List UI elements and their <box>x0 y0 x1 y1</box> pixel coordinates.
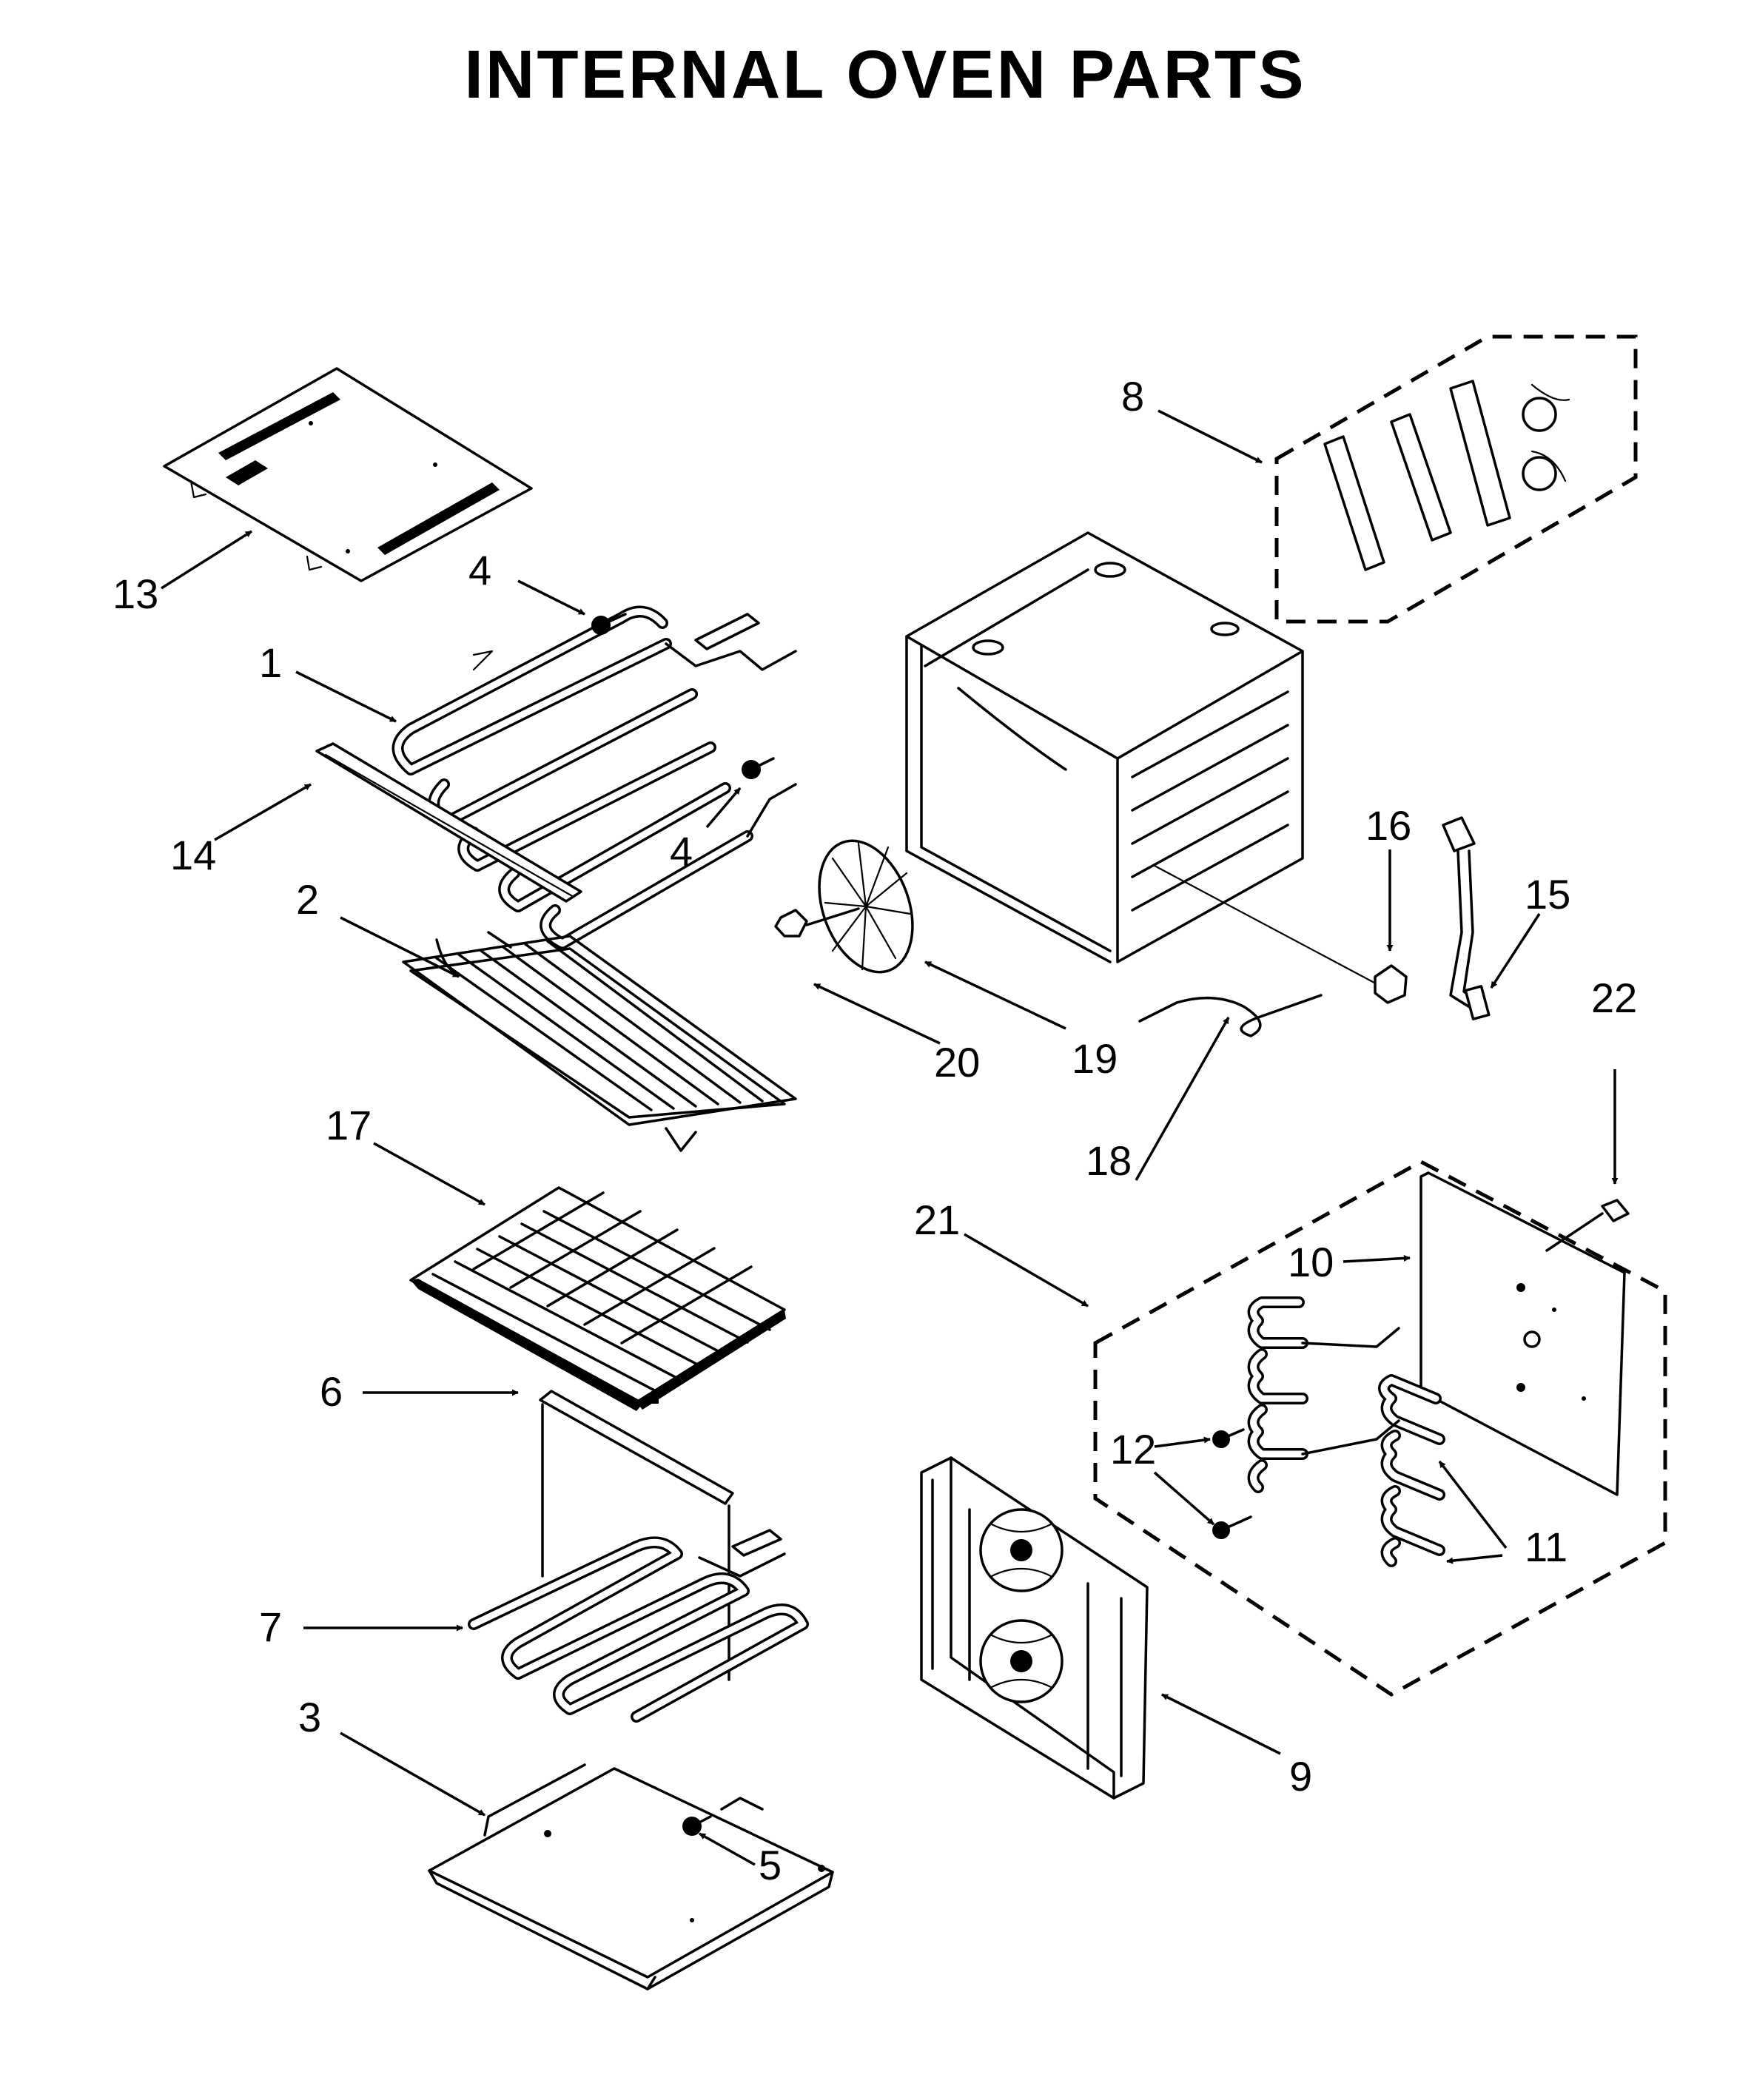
callout-4-bottom: 4 <box>670 828 693 875</box>
callout-9: 9 <box>1289 1753 1312 1800</box>
part-6-rear-bracket <box>539 1390 734 1681</box>
part-16-nut <box>1374 964 1408 1004</box>
diagram-title: INTERNAL OVEN PARTS <box>464 37 1306 112</box>
part-13-top-panel <box>163 367 533 582</box>
part-15-light-harness <box>1442 816 1491 1020</box>
callout-4-top: 4 <box>468 547 491 593</box>
oven-cavity <box>905 531 1385 989</box>
part-17-rollout-rack <box>409 1186 786 1411</box>
callout-20: 20 <box>934 1039 980 1086</box>
part-1-broil-element <box>392 605 797 949</box>
part-20-fan-nut <box>774 909 808 938</box>
callout-16: 16 <box>1365 802 1411 849</box>
part-19-fan-blade <box>805 839 914 974</box>
callout-1: 1 <box>259 639 282 686</box>
callout-22: 22 <box>1591 975 1637 1021</box>
part-14-gasket-strip <box>315 742 582 903</box>
part-21-convection-assembly <box>1093 1160 1667 1697</box>
part-5-screw <box>682 1797 764 1836</box>
callout-13: 13 <box>112 571 158 617</box>
part-2-oven-rack <box>402 931 797 1152</box>
part-22-screw <box>1545 1199 1630 1252</box>
part-7-bake-element <box>468 1529 809 1723</box>
callout-10: 10 <box>1288 1239 1334 1285</box>
callout-2: 2 <box>296 876 319 923</box>
callout-6: 6 <box>320 1368 343 1415</box>
callout-7: 7 <box>259 1603 282 1650</box>
callout-18: 18 <box>1086 1137 1132 1184</box>
part-8-control-boards <box>1274 334 1638 624</box>
part-3-bottom-panel <box>428 1763 834 1990</box>
part-12-screws <box>1212 1428 1252 1539</box>
callout-8: 8 <box>1121 373 1144 420</box>
part-9-rear-fan-panel <box>920 1456 1149 1800</box>
callout-labels: 13 4 1 4 14 2 17 6 7 3 5 20 19 18 16 15 … <box>112 373 1637 1888</box>
callout-19: 19 <box>1072 1035 1118 1082</box>
callout-17: 17 <box>326 1102 372 1148</box>
callout-21: 21 <box>914 1197 960 1243</box>
callout-11: 11 <box>1525 1524 1567 1570</box>
callout-3: 3 <box>298 1694 321 1740</box>
callout-14: 14 <box>170 832 216 878</box>
part-10-convection-cover <box>1419 1171 1626 1496</box>
callout-leaders <box>161 409 1619 1866</box>
part-11-convection-elements <box>1247 1296 1445 1567</box>
callout-15: 15 <box>1525 871 1570 918</box>
part-4-screws <box>591 613 775 779</box>
callout-12: 12 <box>1110 1426 1156 1473</box>
part-18-temp-probe <box>1138 994 1323 1037</box>
callout-5: 5 <box>759 1842 782 1888</box>
